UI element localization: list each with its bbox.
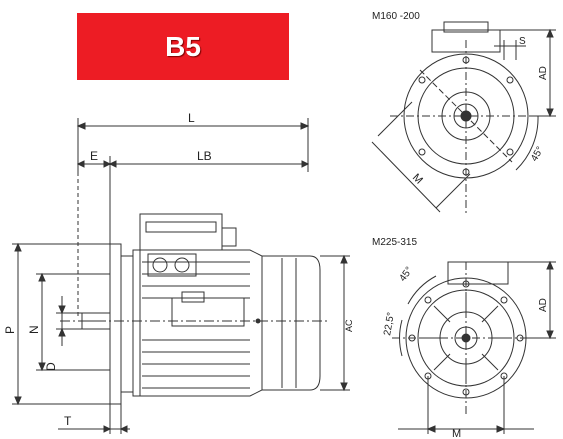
label-S: S bbox=[519, 36, 526, 47]
badge-label: B5 bbox=[165, 30, 201, 62]
dim-label-AC: AC bbox=[344, 319, 354, 332]
label-angle-22-5: 22,5° bbox=[382, 311, 397, 336]
view-title-m160-200: M160 -200 bbox=[372, 11, 420, 22]
label-AD-top: AD bbox=[538, 66, 549, 80]
dim-label-LB: LB bbox=[197, 149, 212, 163]
label-AD-bottom: AD bbox=[538, 298, 549, 312]
view-title-m225-315: M225-315 bbox=[372, 237, 417, 248]
label-M-bottom: M bbox=[452, 428, 461, 439]
dim-label-N: N bbox=[27, 325, 41, 334]
dim-label-L: L bbox=[188, 111, 195, 125]
front-view-m225-315 bbox=[392, 260, 556, 434]
front-view-m160-200 bbox=[371, 21, 556, 216]
side-view bbox=[12, 118, 350, 434]
label-M-top: M bbox=[410, 172, 425, 187]
dim-label-E: E bbox=[90, 149, 98, 163]
mounting-type-badge: B5 bbox=[77, 13, 289, 80]
dim-label-P: P bbox=[3, 326, 17, 334]
label-angle-45-bottom: 45° bbox=[397, 265, 415, 284]
dim-label-T: T bbox=[64, 414, 72, 428]
dim-label-D: D bbox=[44, 362, 58, 371]
